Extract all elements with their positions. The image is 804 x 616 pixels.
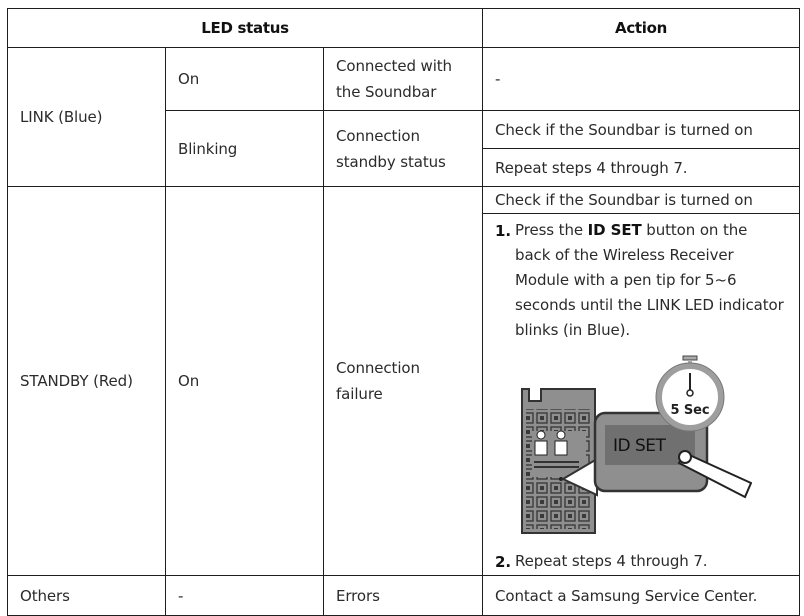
header-led-status: LED status xyxy=(6,8,484,48)
table-row: Repeat steps 4 through 7. xyxy=(8,148,801,187)
led-meaning: Connection failure xyxy=(322,186,484,576)
step-text: Press the ID SET button on the back of t… xyxy=(515,218,787,343)
table-header-row: LED status Action xyxy=(6,8,801,48)
step-2: 2. Repeat steps 4 through 7. xyxy=(495,549,787,575)
led-label-standby: STANDBY (Red) xyxy=(7,186,166,576)
step-text-prefix: Press the xyxy=(515,221,588,239)
id-set-illustration: ID SET 5 Sec xyxy=(521,355,753,534)
table-row: LINK (Blue) On Connected with the Soundb… xyxy=(7,47,801,187)
led-meaning: Connection standby status xyxy=(322,110,484,187)
led-status-table: LED status Action LINK (Blue) On Connect… xyxy=(6,8,801,616)
id-set-instructions: 1. Press the ID SET button on the back o… xyxy=(482,213,801,576)
table-row: Others - Errors Contact a Samsung Servic… xyxy=(7,575,801,616)
table-row: STANDBY (Red) On Connection failure Chec… xyxy=(7,186,801,576)
step-1: 1. Press the ID SET button on the back o… xyxy=(495,218,787,343)
led-status-page: LED status Action LINK (Blue) On Connect… xyxy=(6,8,801,616)
table-row: Blinking Connection standby status Check… xyxy=(8,110,801,187)
id-set-button-label: ID SET xyxy=(613,436,667,456)
header-action: Action xyxy=(482,8,801,48)
step-number: 1. xyxy=(495,222,511,240)
action-text: - xyxy=(482,47,801,111)
led-label-link: LINK (Blue) xyxy=(7,47,166,187)
led-meaning: Errors xyxy=(322,575,484,616)
led-state: On xyxy=(165,186,324,576)
action-text: Check if the Soundbar is turned on xyxy=(482,186,801,214)
pen-icon xyxy=(677,450,753,499)
step-number: 2. xyxy=(495,553,511,571)
action-text: Repeat steps 4 through 7. xyxy=(482,148,801,187)
table-row: 1. Press the ID SET button on the back o… xyxy=(8,213,801,576)
id-set-zoom-callout: ID SET xyxy=(593,411,709,493)
timer-icon: 5 Sec xyxy=(655,355,725,432)
receiver-module-icon xyxy=(521,388,597,534)
id-set-emphasis: ID SET xyxy=(587,221,642,239)
timer-label: 5 Sec xyxy=(671,403,710,418)
led-state: Blinking xyxy=(165,110,324,187)
led-state: - xyxy=(165,575,324,616)
action-text: Contact a Samsung Service Center. xyxy=(482,575,801,616)
step-text: Repeat steps 4 through 7. xyxy=(515,552,708,570)
led-meaning: Connected with the Soundbar xyxy=(322,47,484,111)
action-text: Check if the Soundbar is turned on xyxy=(482,110,801,149)
step-text-suffix: button on the back of the Wireless Recei… xyxy=(515,221,784,339)
led-label-others: Others xyxy=(7,575,166,616)
led-state: On xyxy=(165,47,324,111)
